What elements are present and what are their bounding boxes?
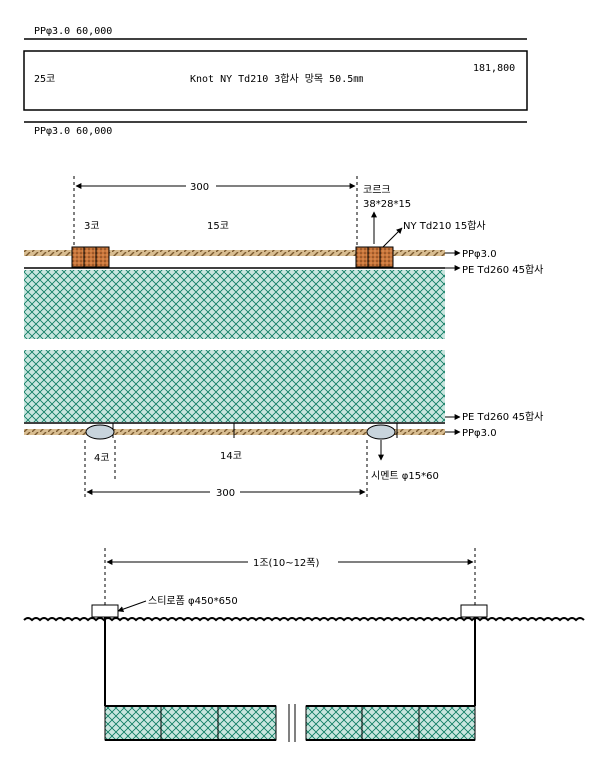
ny-twine-label: NY Td210 15합사 (403, 220, 486, 232)
top-dim-label: 300 (190, 182, 209, 193)
float-buoy-left (91, 604, 119, 618)
pp-bottom-label: PPφ3.0 (462, 428, 497, 439)
pe-bottom-label: PE Td260 45합사 (462, 411, 543, 423)
sinker-left (85, 424, 115, 440)
top-mid-count: 15코 (207, 221, 229, 232)
cork-float-right (355, 246, 394, 268)
pe-top-label: PE Td260 45합사 (462, 264, 543, 276)
sea-surface-wave (23, 617, 585, 622)
bottom-left-count: 4코 (94, 453, 110, 464)
box-net-spec: Knot NY Td210 3합사 망목 50.5㎜ (190, 73, 363, 85)
span-label: 1조(10~12폭) (253, 557, 319, 569)
cork-float-left (71, 246, 110, 268)
float-label: 스티로폼 φ450*650 (148, 595, 238, 607)
upper-float-rope (24, 250, 445, 256)
pp-top-label: PPφ3.0 (462, 249, 497, 260)
top-rope-label: PPφ3.0 60,000 (34, 26, 112, 37)
bottom-rope-label: PPφ3.0 60,000 (34, 126, 112, 137)
net-panel-upper (24, 270, 445, 339)
cork-name: 코르크 (363, 185, 391, 196)
net-spec-box (23, 50, 528, 111)
cement-label: 시멘트 φ15*60 (371, 470, 439, 482)
cork-size: 38*28*15 (363, 199, 411, 210)
bottom-mid-count: 14코 (220, 451, 242, 462)
float-buoy-right (460, 604, 488, 618)
box-total-count: 181,800 (473, 63, 515, 74)
sinker-right (366, 424, 396, 440)
box-mesh-count: 25코 (34, 74, 55, 85)
top-left-count: 3코 (84, 221, 100, 232)
bottom-dim-label: 300 (216, 488, 235, 499)
net-set-left (104, 705, 277, 741)
float-arrow (117, 600, 147, 613)
net-panel-lower (24, 350, 445, 422)
net-set-right (305, 705, 476, 741)
